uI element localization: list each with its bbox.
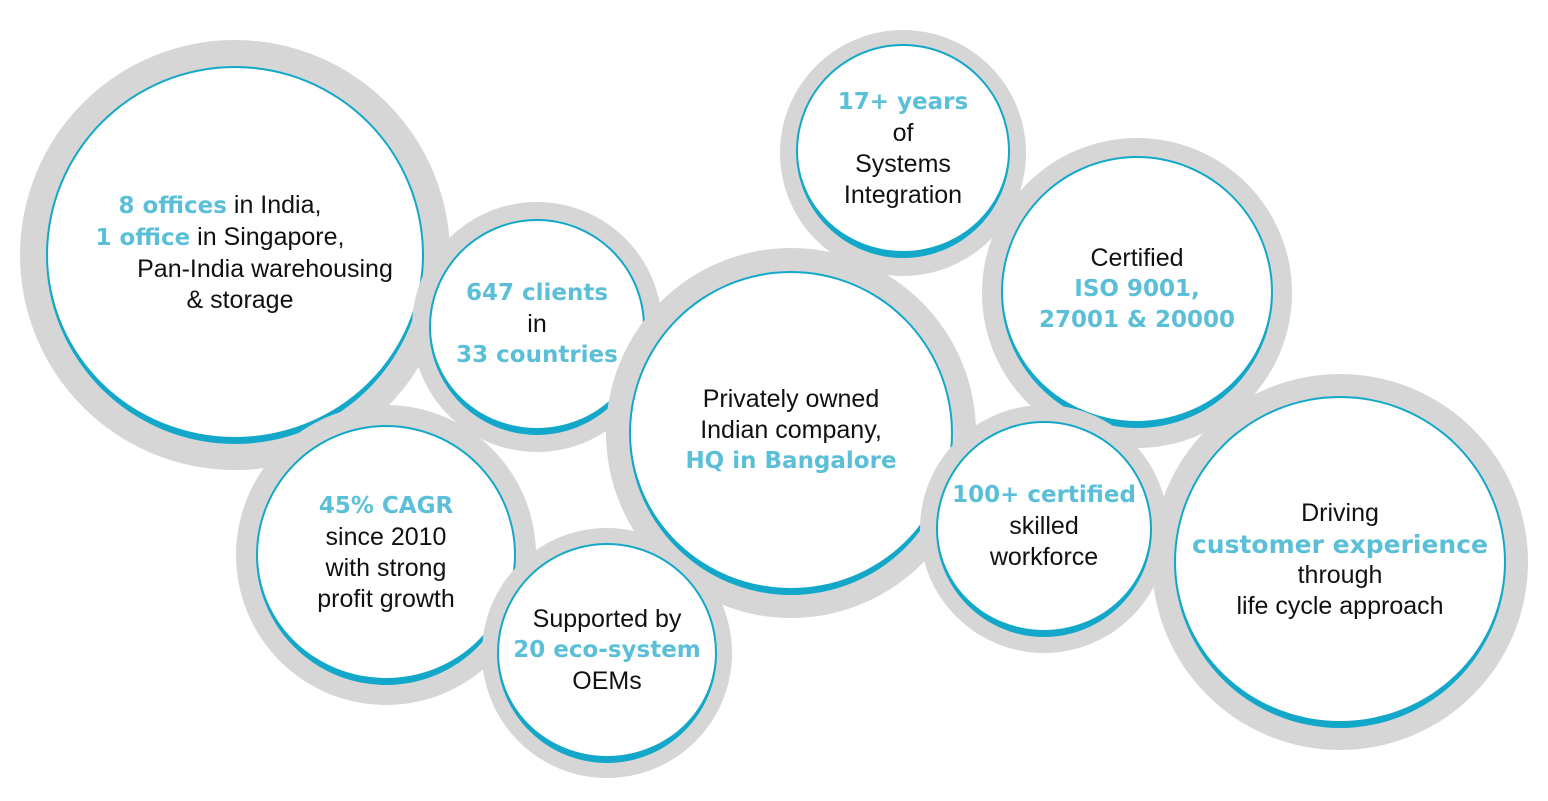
company-text-indian: Indian company, [700,416,882,444]
bubble-workforce: 100+ certified skilled workforce [920,405,1168,653]
workforce-highlight: 100+ certified [952,482,1136,508]
bubble-years-inner: 17+ years of Systems Integration [796,44,1010,258]
company-highlight-hq: HQ in Bangalore [685,448,897,474]
offices-highlight-singapore: 1 office [95,224,191,251]
experience-text-through: through [1297,560,1383,589]
bubble-years: 17+ years of Systems Integration [780,30,1026,276]
offices-highlight-india: 8 offices [118,192,227,219]
offices-text-india: in India, [226,190,322,219]
cagr-text-since: since 2010 [325,522,447,551]
workforce-text-skilled: skilled [1009,512,1079,540]
years-text-integration: Integration [843,180,963,209]
bubble-clients: 647 clients in 33 countries [412,202,662,452]
cagr-text-profit: profit growth [317,584,455,613]
offices-line-2: 1 office in Singapore, [96,222,345,254]
cagr-highlight: 45% CAGR [318,492,454,519]
bubble-offices-inner: 8 offices in India, 1 office in Singapor… [46,66,424,444]
bubble-certified: Certified ISO 9001, 27001 & 20000 [982,138,1292,448]
experience-text-lifecycle: life cycle approach [1236,591,1444,620]
offices-line-1: 8 offices in India, [119,190,322,222]
bubble-cagr-inner: 45% CAGR since 2010 with strong profit g… [256,425,516,685]
oems-text-supported: Supported by [532,605,682,633]
workforce-text-workforce: workforce [989,543,1099,571]
certified-highlight-iso: ISO 9001, [1074,276,1200,302]
oems-text-oems: OEMs [572,667,642,695]
experience-highlight: customer experience [1191,529,1489,559]
bubble-company-inner: Privately owned Indian company, HQ in Ba… [629,271,953,595]
years-text-of: of [892,118,914,147]
bubble-experience-inner: Driving customer experience through life… [1174,396,1506,728]
certified-text: Certified [1090,244,1184,272]
clients-highlight-count: 647 clients [465,280,609,306]
clients-highlight-countries: 33 countries [456,342,618,368]
bubble-certified-inner: Certified ISO 9001, 27001 & 20000 [1001,156,1273,428]
offices-text-singapore: in Singapore, [190,222,345,251]
bubble-workforce-inner: 100+ certified skilled workforce [936,421,1152,637]
experience-text-driving: Driving [1301,498,1379,527]
bubble-offices: 8 offices in India, 1 office in Singapor… [20,40,450,470]
offices-line-3: Pan-India warehousing [137,254,393,283]
years-highlight: 17+ years [837,88,969,115]
bubble-cagr: 45% CAGR since 2010 with strong profit g… [236,405,536,705]
bubble-experience: Driving customer experience through life… [1152,374,1528,750]
offices-line-4: & storage [186,285,294,314]
bubble-oems-inner: Supported by 20 eco-system OEMs [497,543,717,763]
oems-highlight-ecosystem: 20 eco-system [513,637,701,663]
cagr-text-with: with strong [325,553,447,582]
company-text-owned: Privately owned [702,385,880,413]
bubble-oems: Supported by 20 eco-system OEMs [482,528,732,778]
clients-text-in: in [527,310,547,338]
years-text-systems: Systems [855,149,951,178]
certified-highlight-numbers: 27001 & 20000 [1038,307,1236,333]
